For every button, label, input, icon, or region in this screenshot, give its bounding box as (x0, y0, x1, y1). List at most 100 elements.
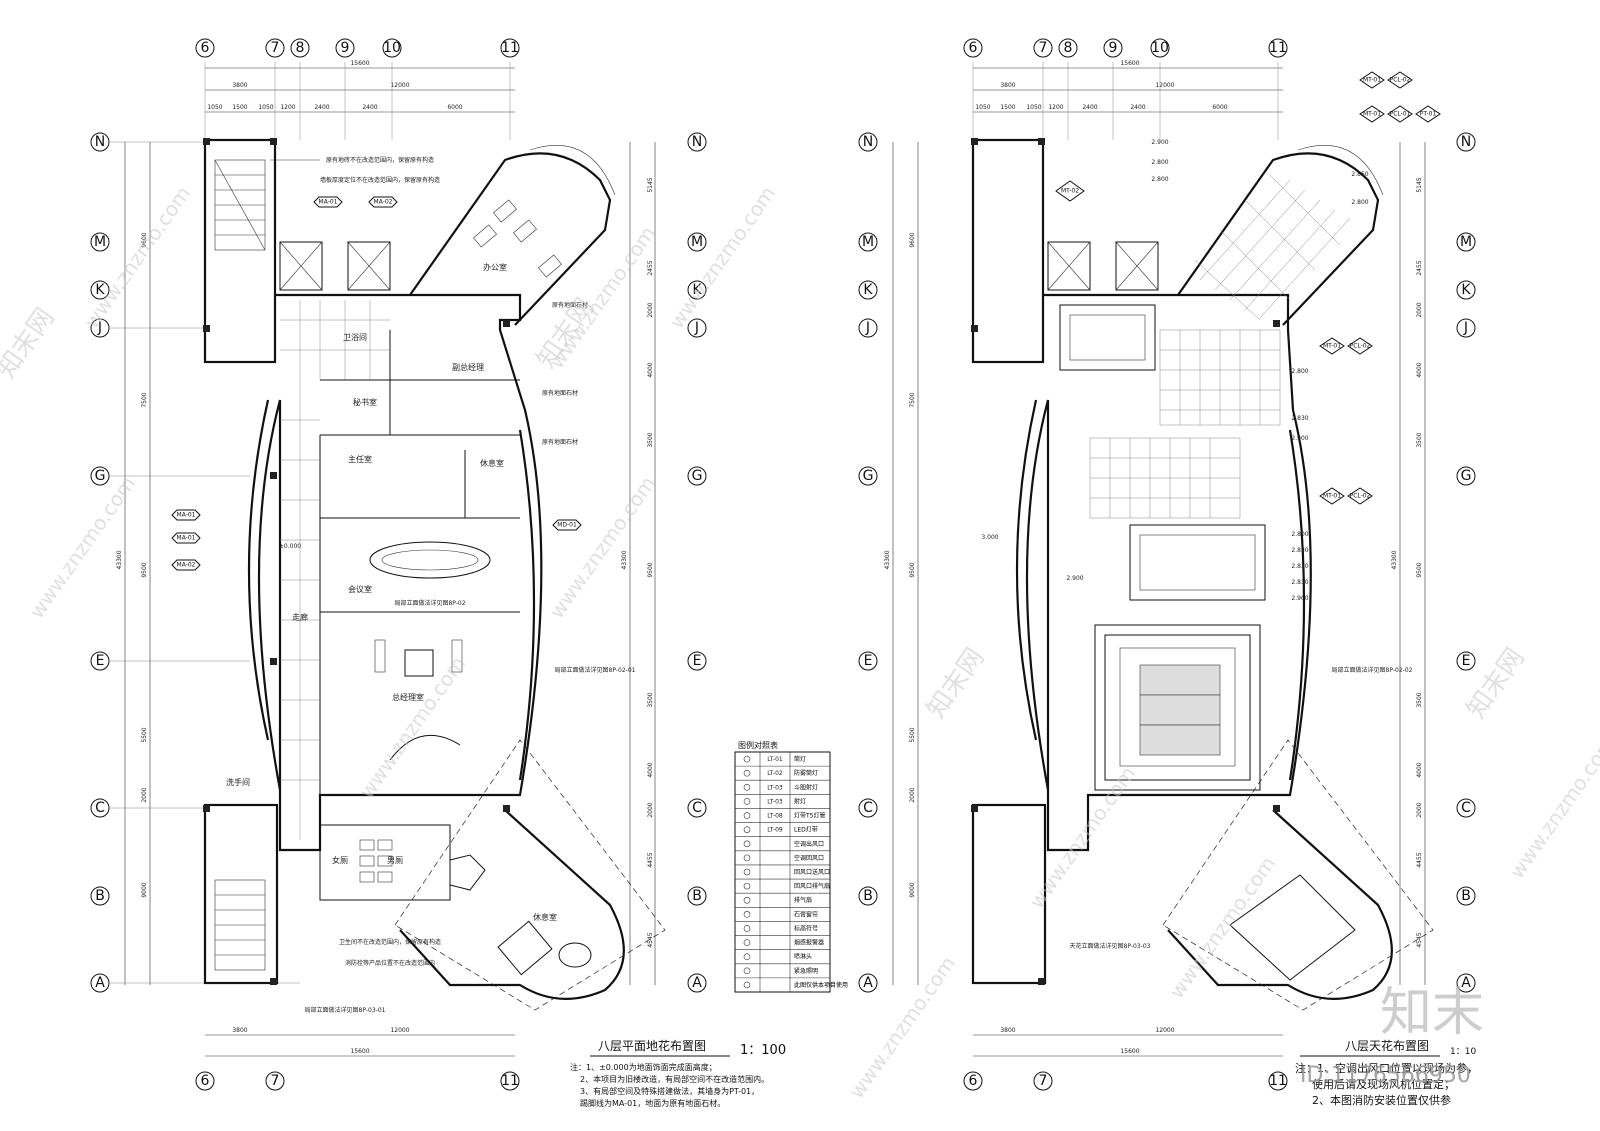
axis-bubble-circle (858, 232, 878, 252)
height-mark: 3.000 (981, 534, 998, 541)
material-tag: MT-01 (1363, 77, 1381, 84)
legend-label: 射灯 (794, 797, 806, 805)
height-mark: 2.900 (1151, 139, 1168, 146)
axis-bubble-circle (90, 318, 110, 338)
annotation: 原有地砖不在改造范围内，保留原有构造 (326, 156, 434, 164)
dim-right-seg: 5145 (1416, 177, 1423, 192)
dim-top-seg: 2400 (1082, 104, 1097, 111)
dim-right-seg: 3500 (647, 692, 654, 707)
material-tag: MA-01 (177, 535, 196, 542)
height-mark: 2.830 (1291, 563, 1308, 570)
right-title-block: 八层天花布置图 1：10 注：1、空调出风口位置以现场为参， 使用后请及现场风机… (1295, 1038, 1478, 1107)
watermark-text: www.znzmo.com (664, 182, 780, 333)
dim-left-seg: 9500 (909, 562, 916, 577)
dim-bottom-total: 15600 (1120, 1048, 1139, 1055)
dim-top-seg: 6000 (1212, 104, 1227, 111)
left-title-block: 八层平面地花布置图 1：100 注：1、±0.000为地面饰面完成面高度； 2、… (570, 1038, 786, 1108)
axis-bubble-circle (858, 973, 878, 993)
watermark-text: www.znzmo.com (354, 652, 470, 803)
axis-bubble: G (1456, 466, 1476, 486)
axis-bubble-circle (1456, 132, 1476, 152)
axis-label: A (692, 975, 702, 991)
level-mark: ±0.000 (279, 543, 301, 550)
axis-bubble: C (687, 798, 707, 818)
legend-code: LT-03 (767, 784, 783, 791)
room-label: 休息室 (480, 458, 504, 468)
legend-label: 筒灯 (794, 755, 806, 763)
axis-label: G (692, 468, 703, 484)
legend-label: LED灯带 (794, 826, 818, 834)
axis-bubble-circle (265, 1071, 285, 1091)
axis-label: A (95, 975, 105, 991)
annotation: 局部立面做法详见图8P-02 (394, 599, 465, 607)
axis-bubble: 6 (195, 38, 215, 58)
legend-code: LT-02 (767, 770, 783, 777)
axis-bubble-circle (687, 886, 707, 906)
dim-bottom-seg: 12000 (1155, 1027, 1174, 1034)
axis-label: A (863, 975, 873, 991)
legend-code: LT-08 (767, 813, 783, 820)
axis-bubble-circle (1456, 232, 1476, 252)
dim-bottom-seg: 3800 (232, 1027, 247, 1034)
axis-bubble-circle (90, 886, 110, 906)
axis-bubble: B (1456, 886, 1476, 906)
axis-bubble: 6 (195, 1071, 215, 1091)
legend-label: 斗胆射灯 (794, 783, 818, 791)
axis-label: 11 (501, 40, 519, 56)
dim-bottom-total: 15600 (350, 1048, 369, 1055)
watermark-text: www.znzmo.com (24, 472, 140, 623)
watermark-text: www.znzmo.com (844, 952, 960, 1103)
axis-bubble: 6 (963, 38, 983, 58)
room-label: 主任室 (348, 454, 372, 464)
legend-symbol (743, 826, 751, 833)
dim-left-seg: 5500 (909, 727, 916, 742)
dim-top-total: 15600 (1120, 60, 1139, 67)
axis-bubble-circle (382, 38, 402, 58)
legend-symbol (743, 925, 751, 932)
dim-top-seg: 12000 (1155, 82, 1174, 89)
legend-symbol (743, 981, 751, 989)
axis-label: 9 (341, 40, 350, 56)
axis-bubble-circle (1033, 1071, 1053, 1091)
height-mark: 2.800 (1291, 531, 1308, 538)
note-line: 注：1、空调出风口位置以现场为参， (1295, 1061, 1478, 1075)
axis-label: M (94, 234, 106, 250)
axis-bubble: J (1456, 318, 1476, 338)
axis-bubble: J (858, 318, 878, 338)
axis-bubble-circle (687, 280, 707, 300)
axis-bubble: A (1456, 973, 1476, 993)
dim-left-seg: 2000 (909, 787, 916, 802)
axis-bubble-circle (195, 38, 215, 58)
axis-bubble: G (687, 466, 707, 486)
axis-bubble-circle (335, 38, 355, 58)
axis-bubble-circle (290, 38, 310, 58)
legend-label: 空调回风口 (794, 854, 824, 862)
watermarks: 知末网 www.znzmo.com www.znzmo.com www.znzm… (0, 182, 1600, 1103)
watermark-text: 知末网 (921, 643, 990, 724)
axis-bubble: 7 (1033, 38, 1053, 58)
right-grid-lines (972, 62, 1279, 140)
axis-bubble-circle (1456, 651, 1476, 671)
axis-bubble-circle (1033, 38, 1053, 58)
height-mark: 2.800 (1351, 199, 1368, 206)
right-height-marks: 2.900 2.800 2.800 2.850 2.800 2.800 3.00… (981, 139, 1412, 950)
axis-bubble: M (90, 232, 110, 252)
legend-symbol (743, 854, 751, 862)
left-grid-lines (110, 62, 511, 984)
axis-bubble: K (858, 280, 878, 300)
axis-bubble-circle (858, 466, 878, 486)
axis-bubble-circle (858, 886, 878, 906)
material-tag: PCL-02 (1350, 493, 1371, 500)
axis-bubble-circle (1456, 280, 1476, 300)
left-plan-right-dimensions: 5145 2455 2000 4000 3500 9500 3500 4000 … (621, 142, 656, 985)
legend-symbol (743, 939, 751, 946)
axis-bubble-circle (858, 651, 878, 671)
annotation: 局部立面做法详见图8P-03-01 (305, 1006, 386, 1014)
axis-bubble: 10 (382, 38, 402, 58)
legend-symbol (743, 840, 751, 848)
axis-bubble: 10 (1150, 38, 1170, 58)
